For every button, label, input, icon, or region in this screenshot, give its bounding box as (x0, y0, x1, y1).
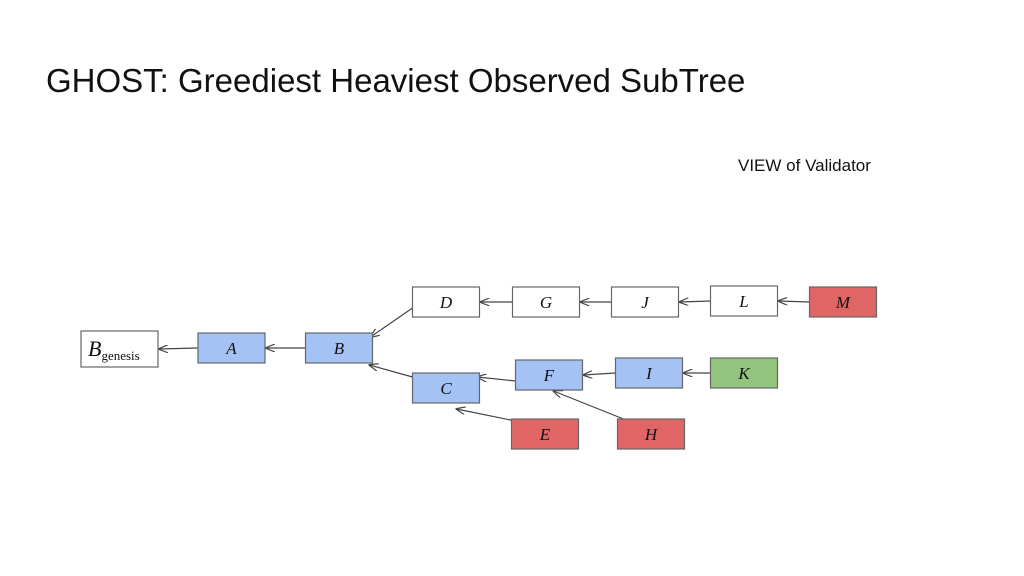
nodes-layer: A B C D E F G H I J K L M (197, 285, 878, 450)
block-l-label: L (738, 292, 748, 311)
view-caption: VIEW of Validator (738, 156, 871, 175)
svg-text:Bgenesis: Bgenesis (88, 336, 140, 363)
edge-d-to-b (371, 307, 413, 337)
block-e-label: E (539, 425, 551, 444)
block-h-label: H (644, 425, 659, 444)
block-e-box (510, 418, 580, 450)
block-j-label: J (641, 293, 650, 312)
block-c: C (411, 372, 481, 404)
block-a-label: A (225, 339, 237, 358)
block-m: M (808, 286, 878, 318)
block-j-box (610, 286, 680, 318)
block-d-label: D (439, 293, 453, 312)
block-i-label: I (645, 364, 653, 383)
block-e: E (510, 418, 580, 450)
block-f-box (514, 359, 584, 391)
genesis-label-sub: genesis (101, 348, 139, 363)
slide-title: GHOST: Greediest Heaviest Observed SubTr… (46, 62, 746, 99)
block-m-label: M (835, 293, 851, 312)
block-d-box (411, 286, 481, 318)
block-i: I (614, 357, 684, 389)
block-b-label: B (334, 339, 345, 358)
edge-h-to-f (554, 391, 624, 420)
block-g-label: G (540, 293, 552, 312)
edge-e-to-c (457, 409, 516, 422)
block-k: K (709, 357, 779, 389)
edge-m-to-l (779, 301, 810, 302)
genesis-block: Bgenesis (80, 330, 159, 368)
edge-i-to-f (584, 373, 616, 375)
block-b-box (304, 332, 374, 364)
block-f-label: F (543, 366, 555, 385)
block-h: H (616, 418, 686, 450)
block-k-label: K (737, 364, 751, 383)
genesis-label-main: B (88, 336, 101, 361)
edge-c-to-b (370, 365, 413, 378)
genesis-block-box (80, 330, 159, 368)
block-g: G (511, 286, 581, 318)
block-h-box (616, 418, 686, 450)
block-a-box (197, 332, 266, 364)
block-j: J (610, 286, 680, 318)
edge-l-to-j (680, 301, 711, 302)
edges-layer (159, 301, 810, 422)
block-i-box (614, 357, 684, 389)
block-a: A (197, 332, 266, 364)
block-d: D (411, 286, 481, 318)
block-l-box (709, 285, 779, 317)
edge-a-to-genesis (159, 348, 199, 349)
block-m-box (808, 286, 878, 318)
block-l: L (709, 285, 779, 317)
block-c-box (411, 372, 481, 404)
edge-f-to-c (478, 377, 516, 381)
block-k-box (709, 357, 779, 389)
block-f: F (514, 359, 584, 391)
block-b: B (304, 332, 374, 364)
block-c-label: C (440, 379, 452, 398)
block-g-box (511, 286, 581, 318)
